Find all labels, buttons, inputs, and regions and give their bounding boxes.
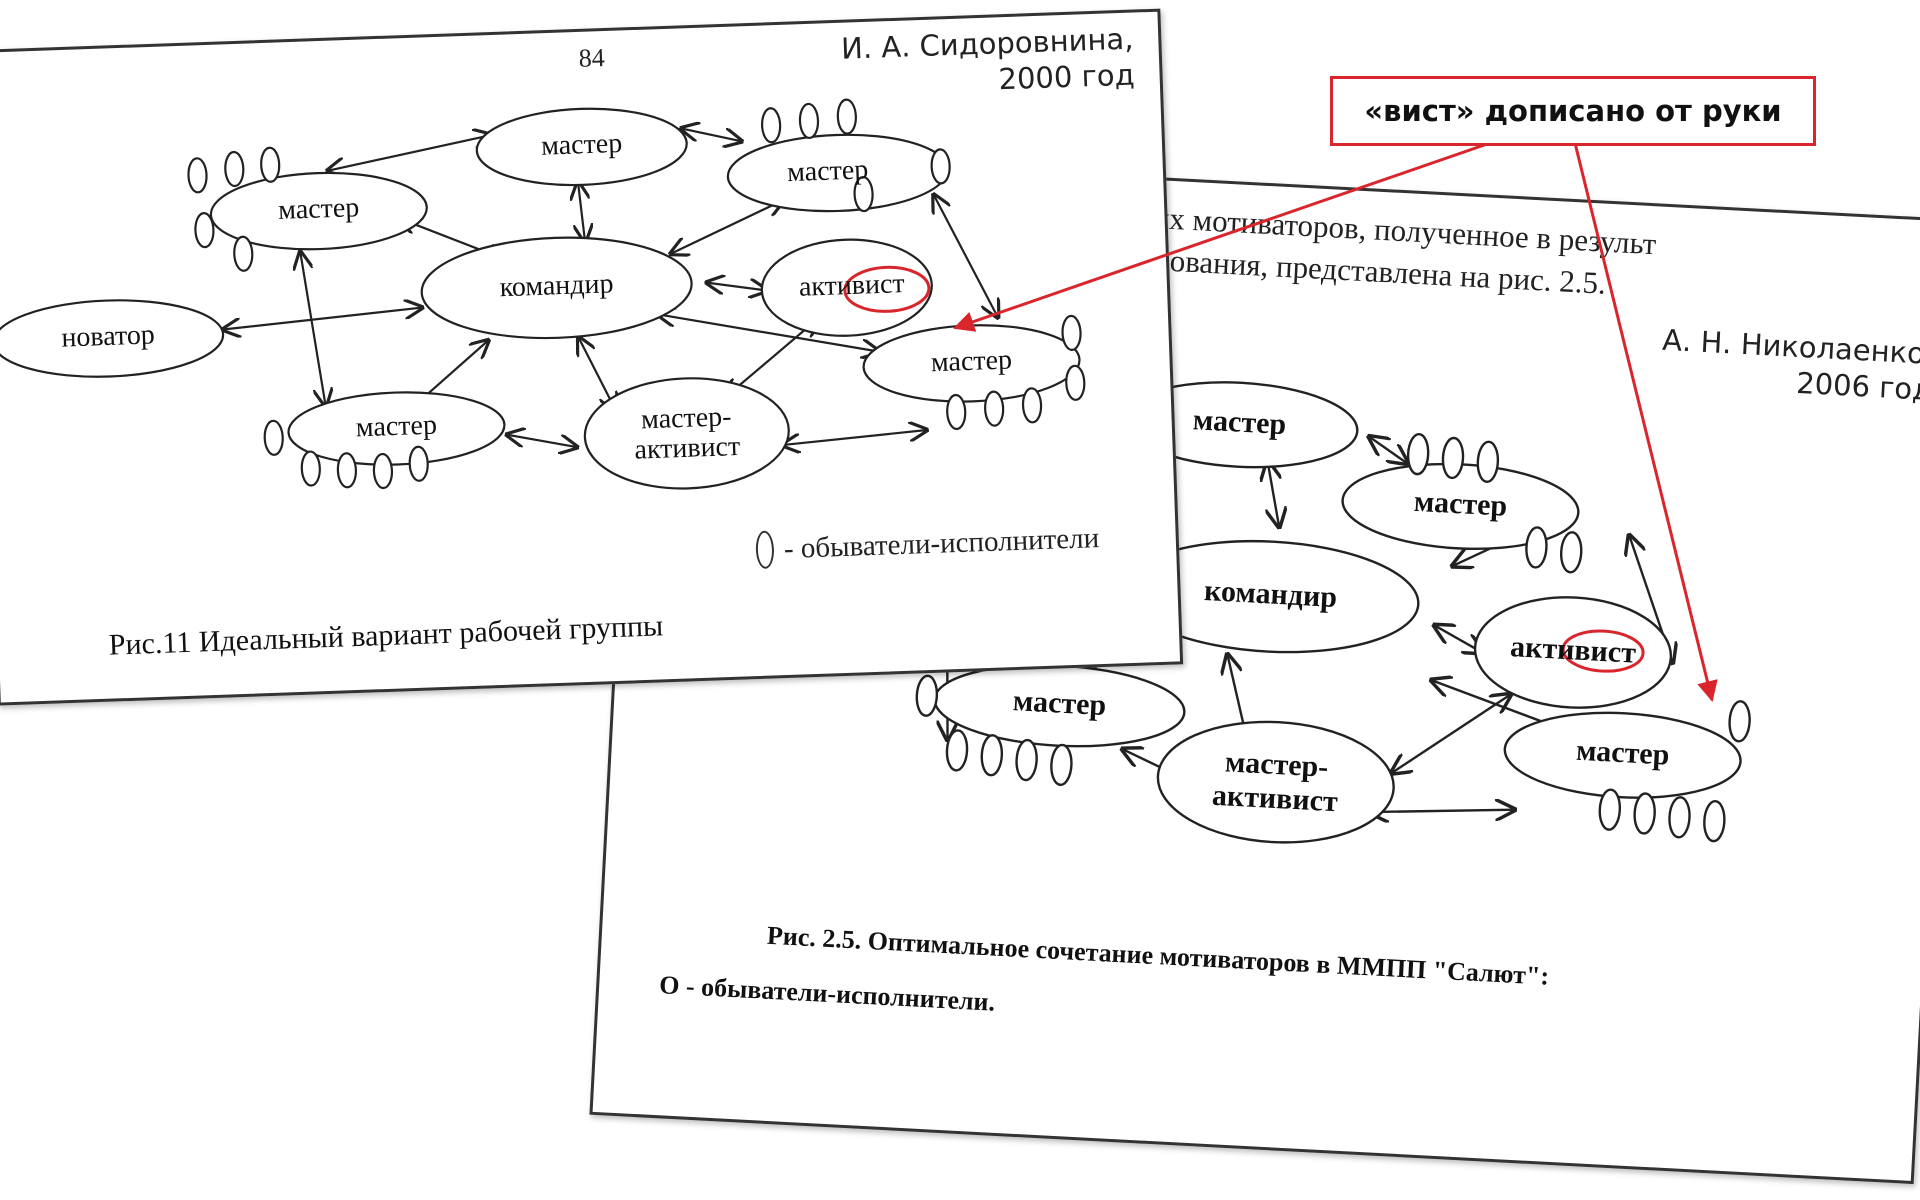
edge [707, 281, 767, 293]
edge [1368, 437, 1409, 464]
follower-oval [260, 146, 281, 183]
node-label: мастер [930, 344, 1012, 378]
follower-oval [945, 729, 969, 772]
node-label: мастер [787, 154, 869, 188]
highlight-circle [843, 265, 931, 313]
follower-oval [984, 390, 1005, 427]
follower-oval [1050, 743, 1073, 787]
node-label: активист [1211, 779, 1339, 819]
follower-oval [1406, 432, 1430, 476]
follower-oval [836, 98, 857, 135]
node-label: активист [798, 268, 905, 303]
follower-oval [233, 235, 254, 272]
edge [1391, 688, 1510, 779]
node-label: мастер [278, 192, 360, 226]
node-master-activist [583, 377, 790, 490]
edge [681, 126, 741, 143]
follower-oval [930, 148, 951, 185]
node-master-top [475, 107, 688, 187]
follower-oval [1633, 792, 1656, 835]
node-master-lower-right [1503, 711, 1742, 799]
edge [507, 432, 577, 449]
edge [578, 182, 585, 242]
follower-oval [194, 212, 215, 249]
follower-oval [1021, 387, 1043, 424]
node-label: мастер- [1224, 745, 1329, 783]
edge [1264, 461, 1282, 527]
node-commander [420, 236, 693, 340]
follower-oval [1728, 700, 1751, 743]
follower-oval [1525, 526, 1548, 569]
node-label: мастер [541, 128, 623, 162]
follower-oval [336, 452, 358, 489]
node-label: мастер [1192, 403, 1287, 441]
follower-oval [915, 674, 939, 717]
edge [300, 251, 325, 407]
follower-oval [1559, 531, 1583, 574]
follower-oval [1441, 436, 1465, 480]
edge [723, 319, 821, 397]
node-label: новатор [61, 319, 155, 353]
front-network-diagram: мастер мастер мастер командир новатор ак… [0, 98, 1086, 490]
node-label: активист [634, 431, 741, 466]
follower-oval [1703, 799, 1726, 843]
node-master-bottom-left [287, 391, 506, 466]
follower-oval [1061, 314, 1082, 351]
oval-legend-icon [755, 530, 775, 570]
follower-oval [853, 175, 874, 213]
follower-oval [1668, 796, 1691, 839]
node-label: мастер [1575, 734, 1670, 772]
follower-oval [300, 450, 321, 487]
front-document-page: 84 И. А. Сидоровнина, 2000 год [0, 8, 1184, 706]
edge [782, 430, 927, 445]
follower-oval [1476, 440, 1500, 483]
follower-oval [760, 107, 782, 144]
follower-oval [372, 452, 394, 490]
node-master-left [209, 171, 428, 251]
node-label: активист [1509, 630, 1637, 670]
follower-oval [1015, 738, 1038, 782]
follower-oval [408, 445, 429, 482]
follower-oval [224, 150, 245, 188]
node-label: мастер [355, 410, 437, 444]
follower-oval [1598, 788, 1622, 831]
follower-oval [946, 393, 967, 431]
follower-oval [1065, 364, 1086, 401]
node-label: мастер [1012, 684, 1107, 722]
edge [222, 308, 422, 330]
edge [326, 135, 492, 171]
follower-oval [187, 157, 208, 194]
node-label: командир [499, 268, 614, 303]
node-label: мастер- [641, 401, 732, 435]
edge [1369, 802, 1514, 820]
follower-oval [263, 419, 284, 456]
node-label: мастер [1413, 485, 1508, 523]
edge [934, 193, 998, 320]
follower-oval [980, 734, 1004, 777]
node-label: командир [1203, 574, 1338, 614]
edge [669, 200, 786, 254]
follower-oval [798, 102, 820, 140]
node-master-activist [1156, 720, 1395, 844]
handwritten-note-callout: «вист» дописано от руки [1330, 76, 1816, 146]
node-innovator [0, 299, 225, 378]
